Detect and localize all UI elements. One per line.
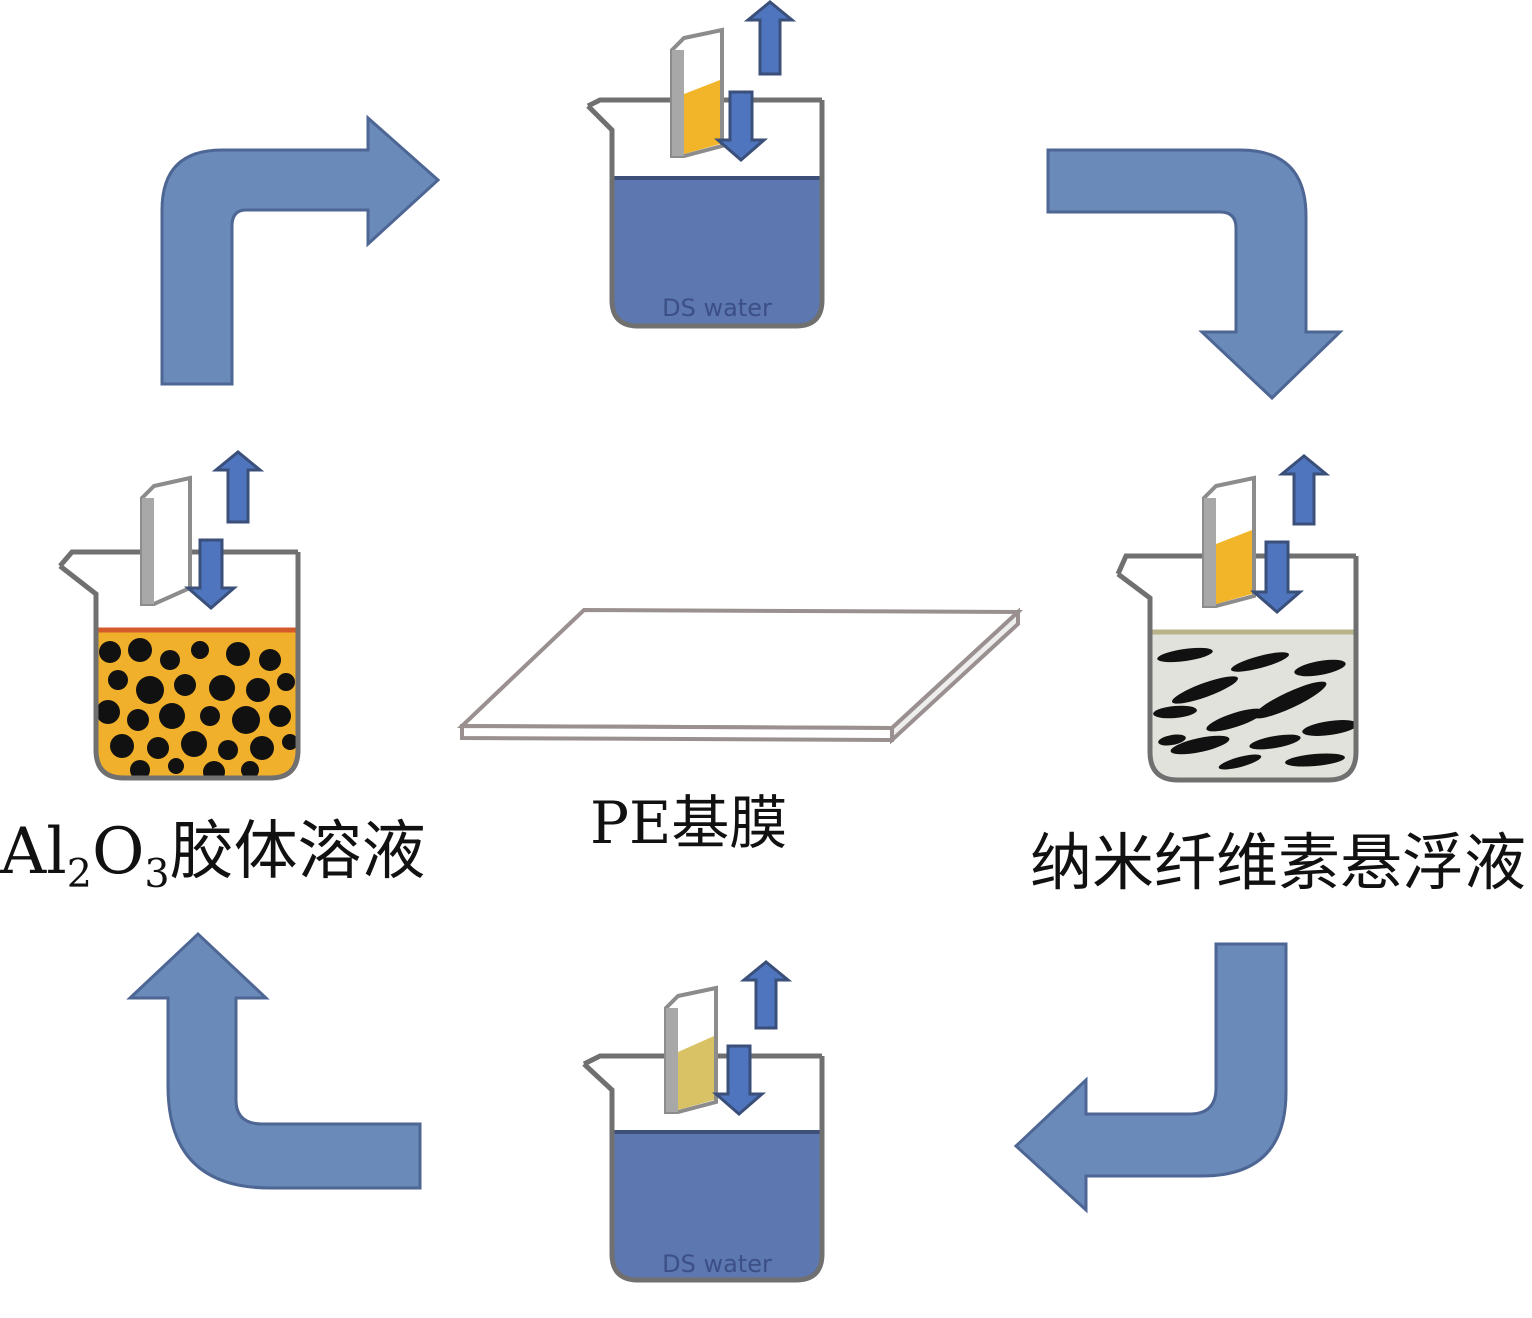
alumina-particle bbox=[241, 761, 259, 778]
alumina-particle bbox=[269, 705, 291, 727]
down-arrow-icon bbox=[1249, 540, 1305, 614]
alumina-particle bbox=[136, 676, 164, 704]
down-arrow-icon bbox=[183, 538, 239, 610]
alumina-particle bbox=[128, 638, 152, 662]
down-arrow-icon bbox=[713, 90, 769, 162]
substrate-film bbox=[140, 475, 192, 606]
alumina-particle bbox=[110, 734, 134, 758]
alumina-particle bbox=[226, 642, 250, 666]
substrate-film bbox=[670, 27, 724, 158]
alumina-particle bbox=[200, 706, 220, 726]
alumina-particle bbox=[174, 674, 196, 696]
alumina-particle bbox=[108, 670, 128, 690]
cycle-arrow-top-to-right-icon bbox=[1046, 148, 1344, 401]
alumina-particle bbox=[159, 703, 185, 729]
alumina-particle bbox=[250, 736, 274, 760]
substrate-film bbox=[664, 985, 718, 1114]
pe-base-film bbox=[457, 607, 1024, 745]
alumina-particle bbox=[259, 649, 281, 671]
alumina-particle bbox=[277, 673, 295, 691]
up-arrow-icon bbox=[739, 960, 793, 1030]
beaker-left-alumina bbox=[58, 450, 301, 781]
ds-water-label: DS water bbox=[662, 294, 772, 322]
cycle-arrow-left-to-top-icon bbox=[160, 114, 441, 386]
alumina-particle bbox=[96, 700, 120, 724]
label-cellulose-suspension: 纳米纤维素悬浮液 bbox=[1030, 826, 1527, 899]
alumina-particle bbox=[127, 709, 149, 731]
alumina-particle bbox=[218, 740, 238, 760]
alumina-particle bbox=[209, 675, 235, 701]
alumina-particle bbox=[168, 758, 184, 774]
up-arrow-icon bbox=[211, 450, 265, 524]
label-alumina-colloid: Al2O3胶体溶液 bbox=[0, 815, 426, 897]
water-liquid bbox=[612, 178, 822, 326]
beaker-bottom-ds-water: DS water bbox=[582, 960, 825, 1283]
alumina-particle bbox=[147, 737, 169, 759]
alumina-particle bbox=[232, 706, 260, 734]
up-arrow-icon bbox=[1277, 454, 1331, 526]
ds-water-label: DS water bbox=[662, 1250, 772, 1278]
alumina-particle bbox=[282, 734, 298, 750]
beaker-top-ds-water: DS water bbox=[586, 0, 825, 329]
cycle-arrow-right-to-bottom-icon bbox=[1013, 942, 1288, 1214]
alumina-particle bbox=[130, 760, 150, 778]
alumina-particle bbox=[160, 650, 180, 670]
alumina-particle bbox=[99, 641, 121, 663]
alumina-particle bbox=[181, 731, 207, 757]
alumina-particle bbox=[191, 641, 209, 659]
alumina-particle bbox=[246, 678, 270, 702]
down-arrow-icon bbox=[711, 1044, 767, 1116]
cycle-arrow-bottom-to-left-icon bbox=[126, 931, 422, 1190]
nanofiber-particles bbox=[1153, 647, 1356, 770]
up-arrow-icon bbox=[743, 0, 797, 76]
label-pe-base-film: PE基膜 bbox=[590, 789, 788, 857]
beaker-right-cellulose bbox=[1115, 454, 1359, 783]
substrate-film bbox=[1202, 475, 1256, 608]
